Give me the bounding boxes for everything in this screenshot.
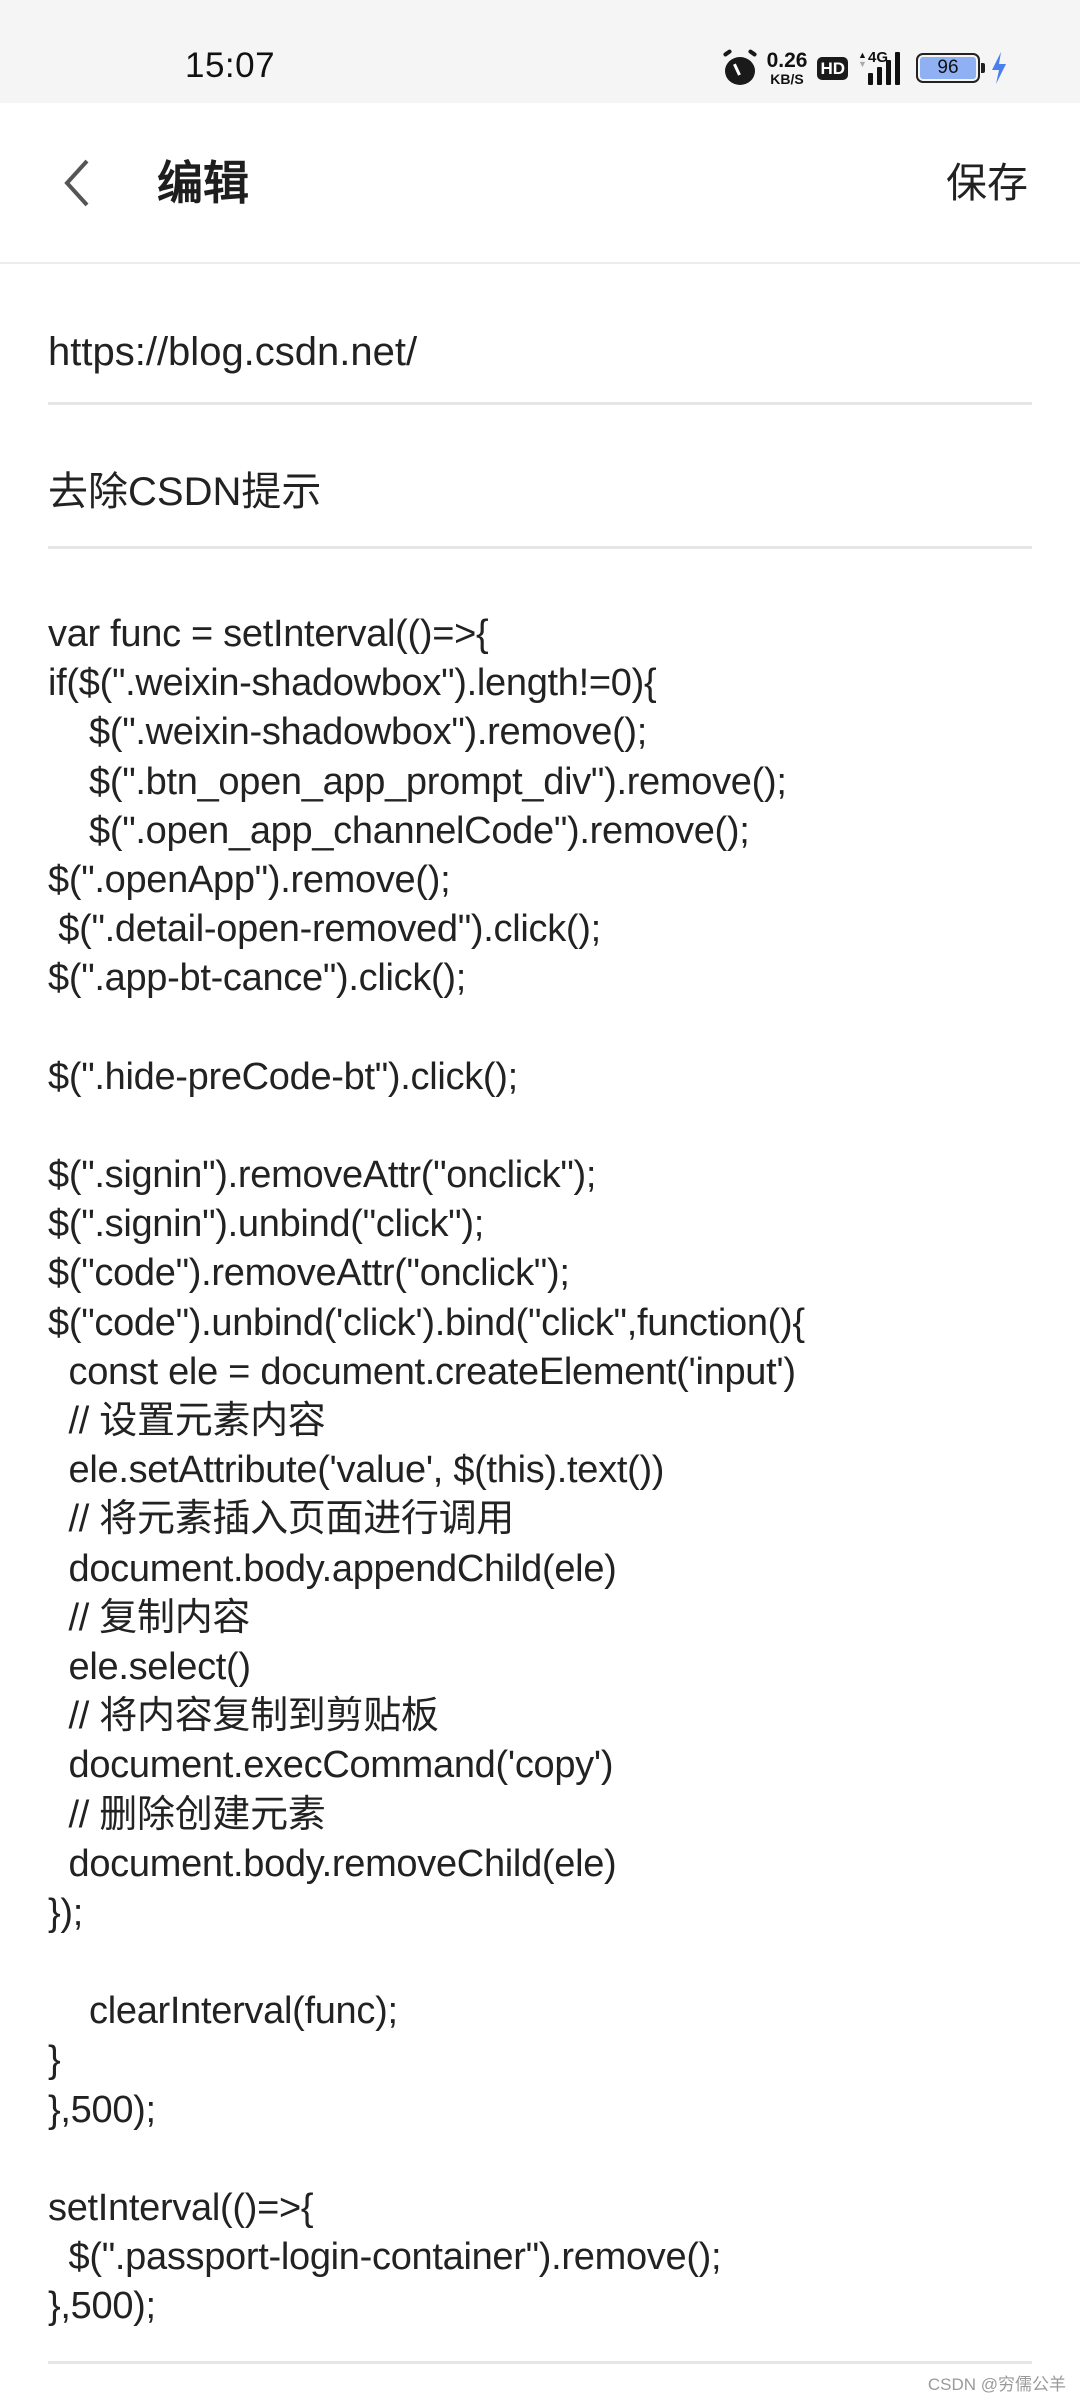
code-line: clearInterval(func);	[48, 1990, 398, 2033]
chevron-left-icon[interactable]	[55, 153, 105, 213]
watermark: CSDN @穷儒公羊	[927, 2375, 1066, 2394]
status-time: 15:07	[185, 46, 276, 85]
script-name-value[interactable]: 去除CSDN提示	[48, 470, 322, 514]
code-line	[48, 2135, 1032, 2184]
app-header: 编辑 保存	[0, 103, 1080, 264]
charging-icon	[992, 52, 1006, 84]
alarm-icon	[722, 48, 757, 85]
code-line: },500);	[48, 2088, 156, 2131]
network-speed-unit: KB/S	[770, 71, 804, 87]
code-line: document.execCommand('copy')	[48, 1744, 614, 1787]
code-line	[48, 1004, 1032, 1053]
script-code-textarea[interactable]: var func = setInterval(()=>{ if($(".weixi…	[48, 610, 1032, 2364]
code-line: var func = setInterval(()=>{	[48, 613, 489, 655]
network-type: 4G	[868, 49, 889, 66]
script-name-input[interactable]: 去除CSDN提示	[48, 468, 1032, 549]
code-line: setInterval(()=>{	[48, 2187, 314, 2229]
code-line: document.body.removeChild(ele)	[48, 1842, 617, 1885]
code-line	[48, 1102, 1032, 1151]
code-line: $(".hide-preCode-bt").click();	[48, 1055, 518, 1098]
page-title: 编辑	[157, 157, 249, 209]
hd-icon: HD	[817, 56, 848, 80]
code-line: $(".signin").unbind("click");	[48, 1203, 484, 1246]
save-button[interactable]: 保存	[946, 160, 1028, 206]
code-line: $(".signin").removeAttr("onclick");	[48, 1154, 597, 1197]
code-line: $("code").removeAttr("onclick");	[48, 1252, 570, 1295]
code-line: document.body.appendChild(ele)	[48, 1547, 617, 1590]
code-line: if($(".weixin-shadowbox").length!=0){	[48, 662, 657, 705]
signal-icon: ▲▼ 4G	[858, 49, 906, 85]
network-speed-value: 0.26	[766, 49, 808, 72]
code-line: $(".weixin-shadowbox").remove();	[48, 711, 648, 754]
status-bar: 15:07 0.26 KB/S HD ▲▼ 4G 96	[0, 0, 1080, 103]
code-line: // 设置元素内容	[48, 1400, 326, 1442]
battery-level: 96	[920, 57, 976, 79]
code-line: $(".openApp").remove();	[48, 858, 451, 901]
code-line: ele.setAttribute('value', $(this).text()…	[48, 1449, 665, 1492]
data-activity-icon: ▲▼	[858, 50, 867, 69]
code-line: $(".detail-open-removed").click();	[48, 908, 601, 951]
code-line: $(".open_app_channelCode").remove();	[48, 809, 750, 852]
code-line: // 将元素插入页面进行调用	[48, 1498, 515, 1541]
status-icons: 0.26 KB/S HD ▲▼ 4G 96	[722, 46, 1008, 90]
code-line: ele.select()	[48, 1645, 252, 1688]
code-line: $(".app-bt-cance").click();	[48, 957, 466, 1000]
code-line: const ele = document.createElement('inpu…	[48, 1350, 797, 1393]
network-speed: 0.26 KB/S	[767, 50, 808, 86]
code-line: // 复制内容	[48, 1596, 251, 1639]
code-line	[48, 1938, 1032, 1987]
code-line: $(".passport-login-container").remove();	[48, 2236, 722, 2279]
code-line: }	[48, 2039, 61, 2082]
code-line: },500);	[48, 2285, 156, 2328]
code-line: $(".btn_open_app_prompt_div").remove();	[48, 760, 787, 803]
url-input-value[interactable]: https://blog.csdn.net/	[48, 330, 418, 374]
code-line: });	[48, 1891, 84, 1934]
code-line: // 删除创建元素	[48, 1793, 326, 1836]
battery-icon: 96	[916, 53, 985, 83]
code-line: $("code").unbind('click').bind("click",f…	[48, 1301, 805, 1344]
code-line: // 将内容复制到剪贴板	[48, 1695, 439, 1738]
script-code-content[interactable]: var func = setInterval(()=>{ if($(".weixi…	[48, 610, 1032, 2332]
url-input[interactable]: https://blog.csdn.net/	[48, 328, 1032, 405]
